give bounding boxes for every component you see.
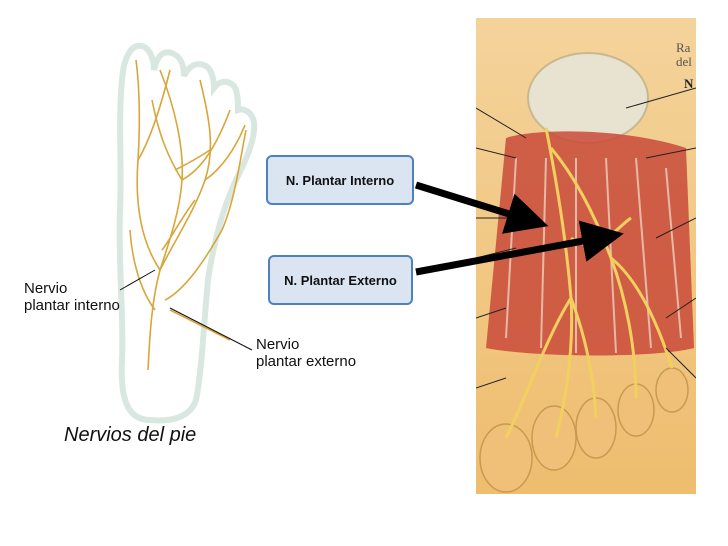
leader-line-interno xyxy=(119,269,156,291)
label-externo-line-1: Nervio xyxy=(256,336,300,353)
leader-lines xyxy=(476,87,696,389)
cut-label-2: del xyxy=(676,54,692,69)
foot-outline-drawing xyxy=(116,42,258,424)
label-nervio-plantar-externo: Nervio plantar externo xyxy=(256,336,376,370)
callout-plantar-interno: N. Plantar Interno xyxy=(266,155,414,205)
nerve-network xyxy=(129,59,247,371)
label-interno-line-1: Nervio xyxy=(24,280,68,297)
foot-outline xyxy=(116,42,258,424)
anatomy-drawing xyxy=(476,18,696,494)
right-anatomy-illustration: Ra del N xyxy=(476,18,696,494)
label-interno-line-2: plantar interno xyxy=(24,297,120,314)
figure-caption: Nervios del pie xyxy=(64,424,197,446)
cut-label-3: N xyxy=(684,76,694,91)
label-externo-line-2: plantar externo xyxy=(256,353,357,370)
left-foot-diagram: Nervio plantar interno Nervio plantar ex… xyxy=(0,0,356,546)
callout-plantar-externo: N. Plantar Externo xyxy=(268,255,413,305)
cut-label-1: Ra xyxy=(676,40,691,55)
label-nervio-plantar-interno: Nervio plantar interno xyxy=(24,280,120,314)
toe-pads xyxy=(479,367,689,493)
leader-line-externo xyxy=(169,307,253,351)
